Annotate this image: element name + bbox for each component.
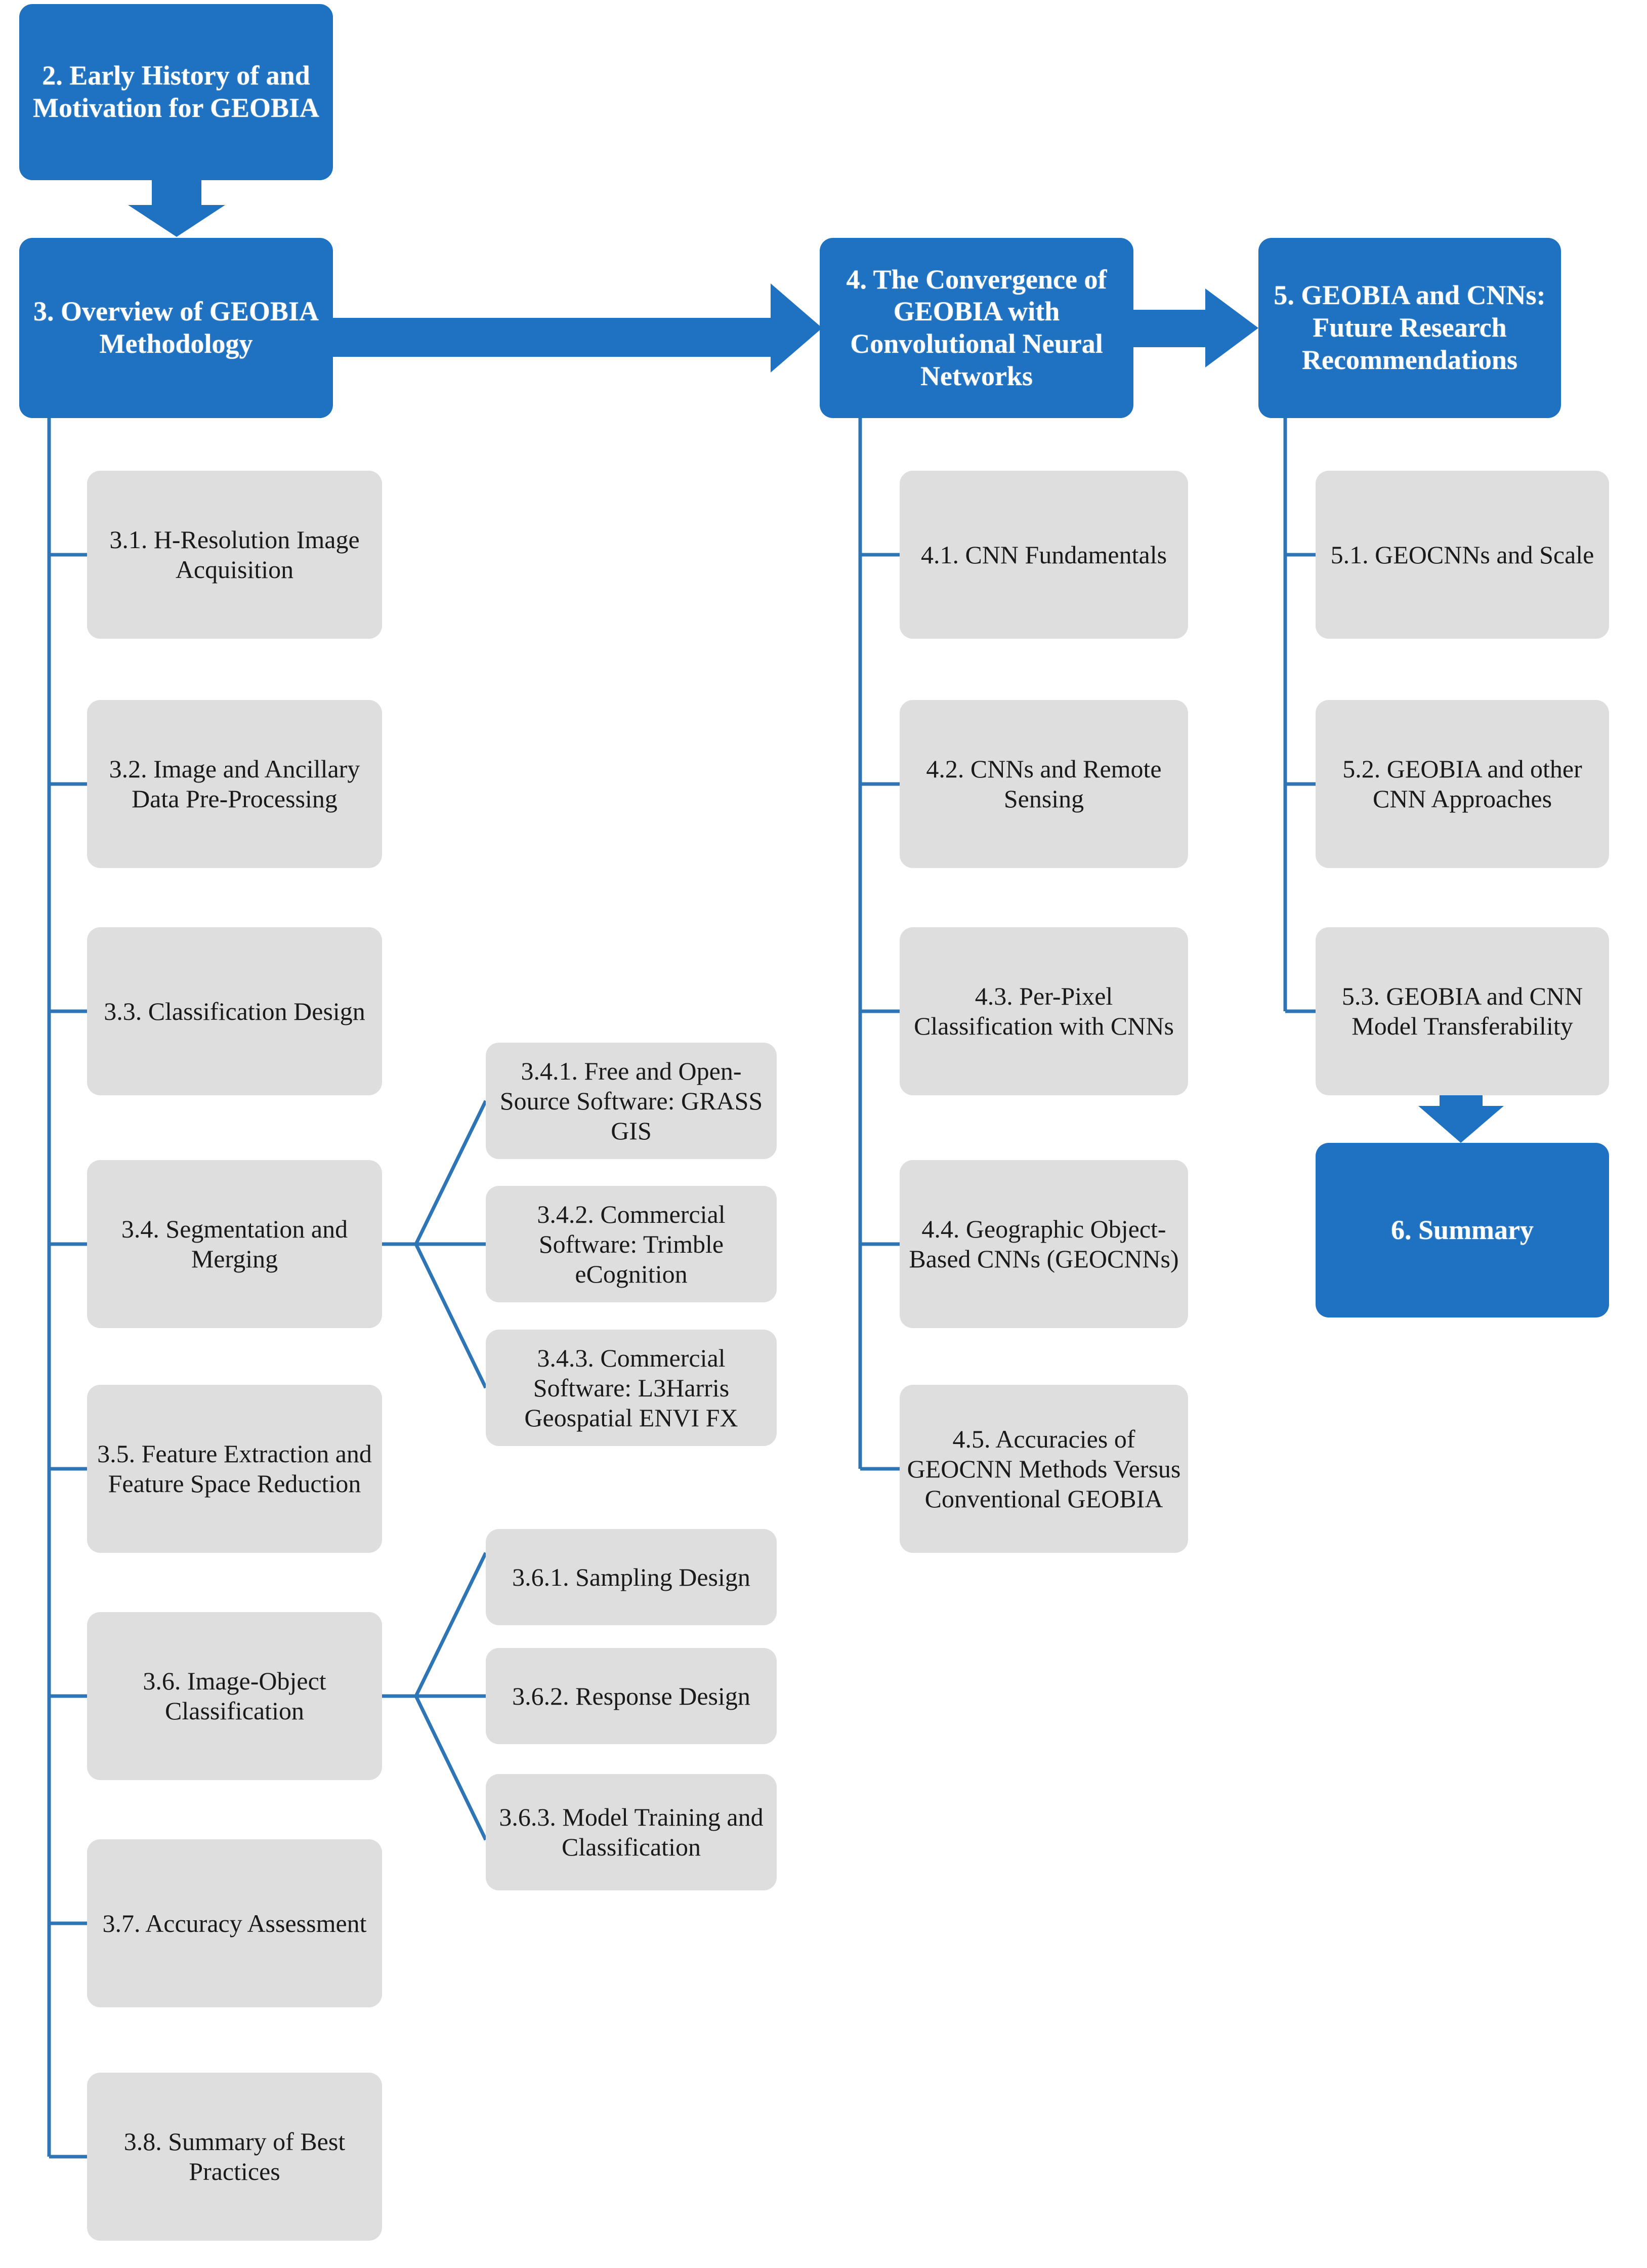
node-3-3-label: 3.3. Classification Design: [104, 997, 365, 1025]
node-3-4-2[interactable]: 3.4.2. Commercial Software: Trimble eCog…: [486, 1186, 777, 1302]
node-5-2-label: 5.2. GEOBIA and other CNN Approaches: [1342, 755, 1582, 813]
node-3-4-1-label: 3.4.1. Free and Open-Source Software: GR…: [499, 1056, 763, 1145]
node-3-4-2-label: 3.4.2. Commercial Software: Trimble eCog…: [537, 1200, 726, 1288]
node-4-1-label: 4.1. CNN Fundamentals: [920, 540, 1167, 569]
node-3-8-label: 3.8. Summary of Best Practices: [123, 2127, 346, 2185]
node-5-3-label: 5.3. GEOBIA and CNN Model Transferabilit…: [1341, 982, 1583, 1040]
arrow-right-4-to-5: [1133, 288, 1258, 367]
node-3-6-3-label: 3.6.3. Model Training and Classification: [499, 1803, 764, 1861]
node-3-8[interactable]: 3.8. Summary of Best Practices: [87, 2073, 382, 2241]
node-3-6-2-label: 3.6.2. Response Design: [512, 1681, 750, 1710]
arrow-right-3-to-4: [331, 283, 822, 373]
node-section-6[interactable]: 6. Summary: [1316, 1143, 1609, 1317]
node-3-6-1-label: 3.6.1. Sampling Design: [512, 1562, 750, 1591]
node-4-1[interactable]: 4.1. CNN Fundamentals: [900, 471, 1188, 639]
node-5-3[interactable]: 5.3. GEOBIA and CNN Model Transferabilit…: [1316, 927, 1609, 1095]
node-3-1-label: 3.1. H-Resolution Image Acquisition: [109, 525, 360, 584]
node-3-5-label: 3.5. Feature Extraction and Feature Spac…: [97, 1439, 372, 1498]
branch-3-connectors: [47, 418, 89, 2159]
arrow-down-53-to-6: [1418, 1083, 1504, 1143]
branch-34-connectors: [382, 1100, 488, 1389]
node-4-5[interactable]: 4.5. Accuracies of GEOCNN Methods Versus…: [900, 1385, 1188, 1553]
node-3-2-label: 3.2. Image and Ancillary Data Pre-Proces…: [109, 755, 360, 813]
node-3-6-3[interactable]: 3.6.3. Model Training and Classification: [486, 1774, 777, 1890]
arrow-down-2-to-3: [128, 180, 225, 237]
node-3-4-1[interactable]: 3.4.1. Free and Open-Source Software: GR…: [486, 1043, 777, 1159]
node-4-4-label: 4.4. Geographic Object-Based CNNs (GEOCN…: [909, 1215, 1179, 1273]
node-3-4[interactable]: 3.4. Segmentation and Merging: [87, 1160, 382, 1328]
node-4-2[interactable]: 4.2. CNNs and Remote Sensing: [900, 700, 1188, 868]
node-3-5[interactable]: 3.5. Feature Extraction and Feature Spac…: [87, 1385, 382, 1553]
node-4-3-label: 4.3. Per-Pixel Classification with CNNs: [914, 982, 1174, 1040]
node-3-6-1[interactable]: 3.6.1. Sampling Design: [486, 1529, 777, 1625]
node-3-4-label: 3.4. Segmentation and Merging: [121, 1215, 348, 1273]
node-3-4-3[interactable]: 3.4.3. Commercial Software: L3Harris Geo…: [486, 1330, 777, 1446]
node-5-1-label: 5.1. GEOCNNs and Scale: [1330, 540, 1594, 569]
node-section-4[interactable]: 4. The Convergence of GEOBIA with Convol…: [820, 238, 1133, 418]
node-section-2-label: 2. Early History of and Motivation for G…: [33, 60, 319, 123]
node-3-4-3-label: 3.4.3. Commercial Software: L3Harris Geo…: [524, 1343, 738, 1432]
node-section-2[interactable]: 2. Early History of and Motivation for G…: [19, 4, 333, 180]
branch-5-connectors: [1283, 418, 1316, 1013]
node-3-6-label: 3.6. Image-Object Classification: [143, 1667, 326, 1725]
node-section-6-label: 6. Summary: [1391, 1214, 1534, 1245]
node-3-3[interactable]: 3.3. Classification Design: [87, 927, 382, 1095]
node-3-2[interactable]: 3.2. Image and Ancillary Data Pre-Proces…: [87, 700, 382, 868]
node-section-5-label: 5. GEOBIA and CNNs: Future Research Reco…: [1274, 280, 1546, 375]
branch-36-connectors: [382, 1552, 488, 1841]
node-3-6[interactable]: 3.6. Image-Object Classification: [87, 1612, 382, 1780]
node-4-2-label: 4.2. CNNs and Remote Sensing: [926, 755, 1162, 813]
node-section-3[interactable]: 3. Overview of GEOBIA Methodology: [19, 238, 333, 418]
node-3-7-label: 3.7. Accuracy Assessment: [102, 1909, 367, 1937]
node-3-6-2[interactable]: 3.6.2. Response Design: [486, 1648, 777, 1744]
node-section-3-label: 3. Overview of GEOBIA Methodology: [33, 296, 319, 359]
node-4-3[interactable]: 4.3. Per-Pixel Classification with CNNs: [900, 927, 1188, 1095]
node-section-5[interactable]: 5. GEOBIA and CNNs: Future Research Reco…: [1258, 238, 1561, 418]
node-4-5-label: 4.5. Accuracies of GEOCNN Methods Versus…: [907, 1424, 1181, 1513]
node-3-1[interactable]: 3.1. H-Resolution Image Acquisition: [87, 471, 382, 639]
node-5-1[interactable]: 5.1. GEOCNNs and Scale: [1316, 471, 1609, 639]
node-section-4-label: 4. The Convergence of GEOBIA with Convol…: [846, 264, 1107, 391]
node-3-7[interactable]: 3.7. Accuracy Assessment: [87, 1839, 382, 2007]
branch-4-connectors: [858, 418, 900, 1471]
node-4-4[interactable]: 4.4. Geographic Object-Based CNNs (GEOCN…: [900, 1160, 1188, 1328]
node-5-2[interactable]: 5.2. GEOBIA and other CNN Approaches: [1316, 700, 1609, 868]
